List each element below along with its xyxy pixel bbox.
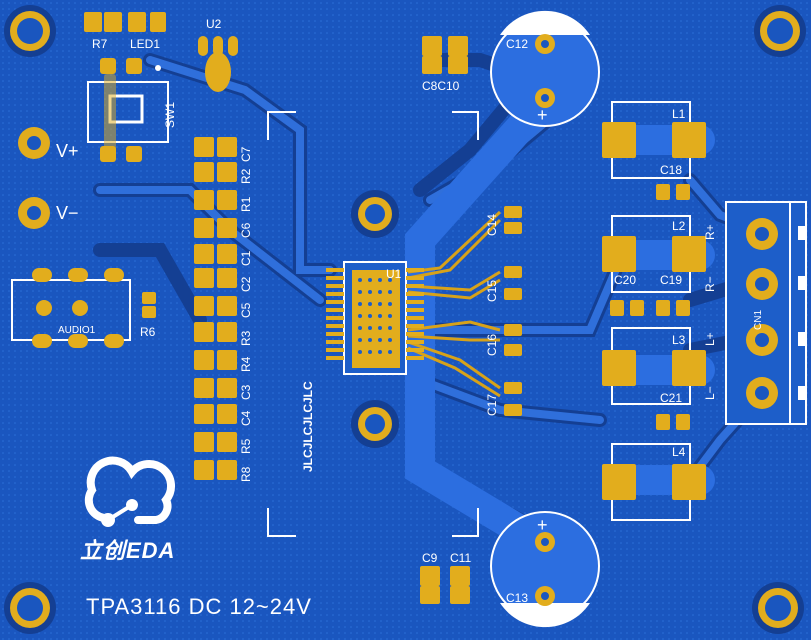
label-c20: C20 xyxy=(614,273,637,287)
label-r6: R6 xyxy=(140,325,156,339)
label-c16: C16 xyxy=(485,333,499,356)
label-u1: U1 xyxy=(386,267,402,281)
label-vplus: V+ xyxy=(56,141,79,161)
label-l2: L2 xyxy=(672,219,686,233)
label-l4: L4 xyxy=(672,445,686,459)
label-cn1: CN1 xyxy=(753,309,764,330)
label-led1: LED1 xyxy=(130,37,161,51)
label-c19: C19 xyxy=(660,273,683,287)
silk-jlc: JLCJLCJLCJLC xyxy=(301,381,315,472)
label-l3: L3 xyxy=(672,333,686,347)
label-r4: R4 xyxy=(239,356,253,372)
label-c13: C13 xyxy=(506,591,529,605)
label-c4: C4 xyxy=(239,410,253,426)
label-lminus: L− xyxy=(703,386,717,400)
label-r2: R2 xyxy=(239,168,253,184)
label-c18: C18 xyxy=(660,163,683,177)
label-plus-c13: + xyxy=(537,515,548,535)
label-rplus: R+ xyxy=(703,224,717,240)
label-u2: U2 xyxy=(206,17,222,31)
label-r8: R8 xyxy=(239,466,253,482)
label-r5: R5 xyxy=(239,438,253,454)
label-c2: C2 xyxy=(239,276,253,292)
label-c12: C12 xyxy=(506,37,529,51)
board-title: TPA3116 DC 12~24V xyxy=(86,594,312,619)
label-c1: C1 xyxy=(239,250,253,266)
label-plus-c12: + xyxy=(537,105,548,125)
label-lplus: L+ xyxy=(703,332,717,346)
label-l1: L1 xyxy=(672,107,686,121)
label-sw1: SW1 xyxy=(163,101,177,128)
label-vminus: V− xyxy=(56,203,79,223)
label-c5: C5 xyxy=(239,302,253,318)
label-r7: R7 xyxy=(92,37,108,51)
label-c3: C3 xyxy=(239,384,253,400)
label-rminus: R− xyxy=(703,276,717,292)
label-c6: C6 xyxy=(239,222,253,238)
label-c9: C9 xyxy=(422,551,438,565)
label-c21: C21 xyxy=(660,391,683,405)
label-r1: R1 xyxy=(239,196,253,212)
label-c11: C11 xyxy=(450,551,472,565)
logo-text: 立创EDA xyxy=(80,538,176,563)
label-c7: C7 xyxy=(239,146,253,162)
label-c8c10: C8C10 xyxy=(422,79,460,93)
label-c14: C14 xyxy=(485,213,499,236)
label-c17: C17 xyxy=(485,393,499,416)
label-audio1: AUDIO1 xyxy=(58,325,96,336)
label-c15: C15 xyxy=(485,279,499,302)
label-r3: R3 xyxy=(239,330,253,346)
